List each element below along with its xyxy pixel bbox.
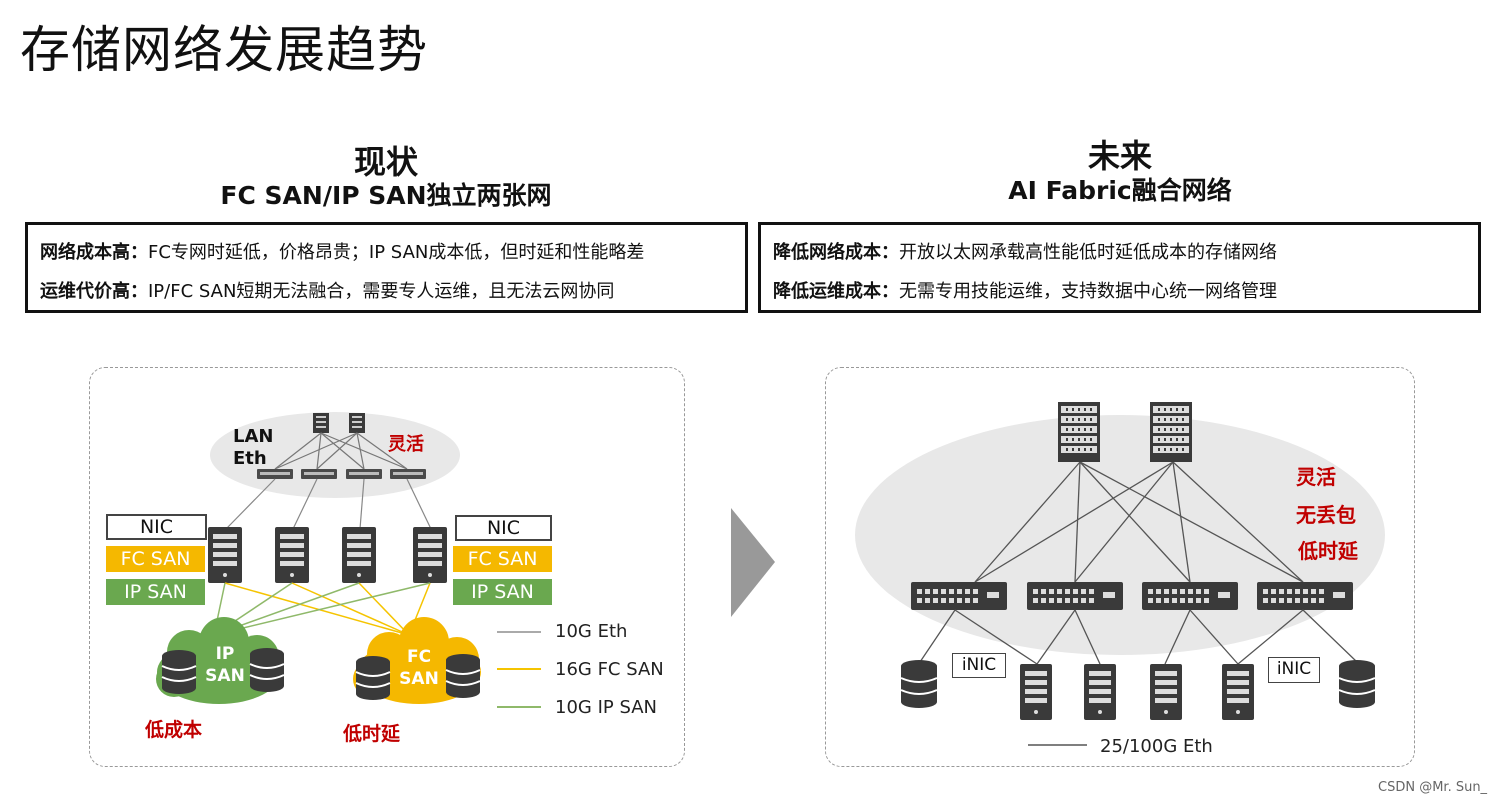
right-bullet-2: 降低运维成本：无需专用技能运维，支持数据中心统一网络管理 [773, 281, 1277, 302]
watermark: CSDN @Mr. Sun_ [1378, 780, 1488, 795]
right-ip-san-label: IP SAN [453, 579, 552, 605]
lan-label: LAN Eth [233, 426, 274, 469]
left-diagram-frame [89, 367, 685, 767]
legend-fc-label: 16G FC SAN [555, 659, 664, 680]
left-nic-label: NIC [106, 514, 207, 540]
left-network-diagram [156, 412, 541, 708]
left-issues-box: 网络成本高：FC专网时延低，价格昂贵；IP SAN成本低，但时延和性能略差 运维… [25, 222, 748, 313]
right-network-diagram [855, 402, 1385, 746]
left-low-latency-label: 低时延 [343, 723, 401, 745]
left-flexible-label: 灵活 [388, 434, 424, 455]
fc-cloud-label: FC SAN [399, 647, 439, 689]
legend-eth-label: 10G Eth [555, 621, 628, 642]
fabric-legend-label: 25/100G Eth [1100, 736, 1213, 757]
left-bullet-2: 运维代价高：IP/FC SAN短期无法融合，需要专人运维，且无法云网协同 [40, 281, 615, 302]
left-subheading: FC SAN/IP SAN独立两张网 [220, 181, 552, 210]
feature-no-packet-loss: 无丢包 [1296, 503, 1356, 527]
transition-arrow-icon [731, 508, 775, 617]
feature-low-latency: 低时延 [1298, 539, 1358, 563]
right-diagram-frame [825, 367, 1415, 767]
left-bullet-1: 网络成本高：FC专网时延低，价格昂贵；IP SAN成本低，但时延和性能略差 [40, 242, 645, 263]
right-bullet-1: 降低网络成本：开放以太网承载高性能低时延低成本的存储网络 [773, 242, 1277, 263]
inic-label-right: iNIC [1268, 657, 1320, 683]
feature-flexible: 灵活 [1296, 465, 1336, 489]
right-benefits-box: 降低网络成本：开放以太网承载高性能低时延低成本的存储网络 降低运维成本：无需专用… [758, 222, 1481, 313]
right-fc-san-label: FC SAN [453, 546, 552, 572]
right-nic-label: NIC [455, 515, 552, 541]
page-title: 存储网络发展趋势 [20, 21, 428, 79]
low-cost-label: 低成本 [145, 719, 203, 741]
inic-label-left: iNIC [952, 653, 1006, 678]
ip-cloud-label: IP SAN [205, 644, 245, 686]
legend-ip-label: 10G IP SAN [555, 697, 657, 718]
left-fc-san-label: FC SAN [106, 546, 205, 572]
left-heading: 现状 [353, 143, 418, 181]
left-ip-san-label: IP SAN [106, 579, 205, 605]
right-heading: 未来 [1087, 137, 1152, 175]
right-subheading: AI Fabric融合网络 [1008, 176, 1232, 205]
